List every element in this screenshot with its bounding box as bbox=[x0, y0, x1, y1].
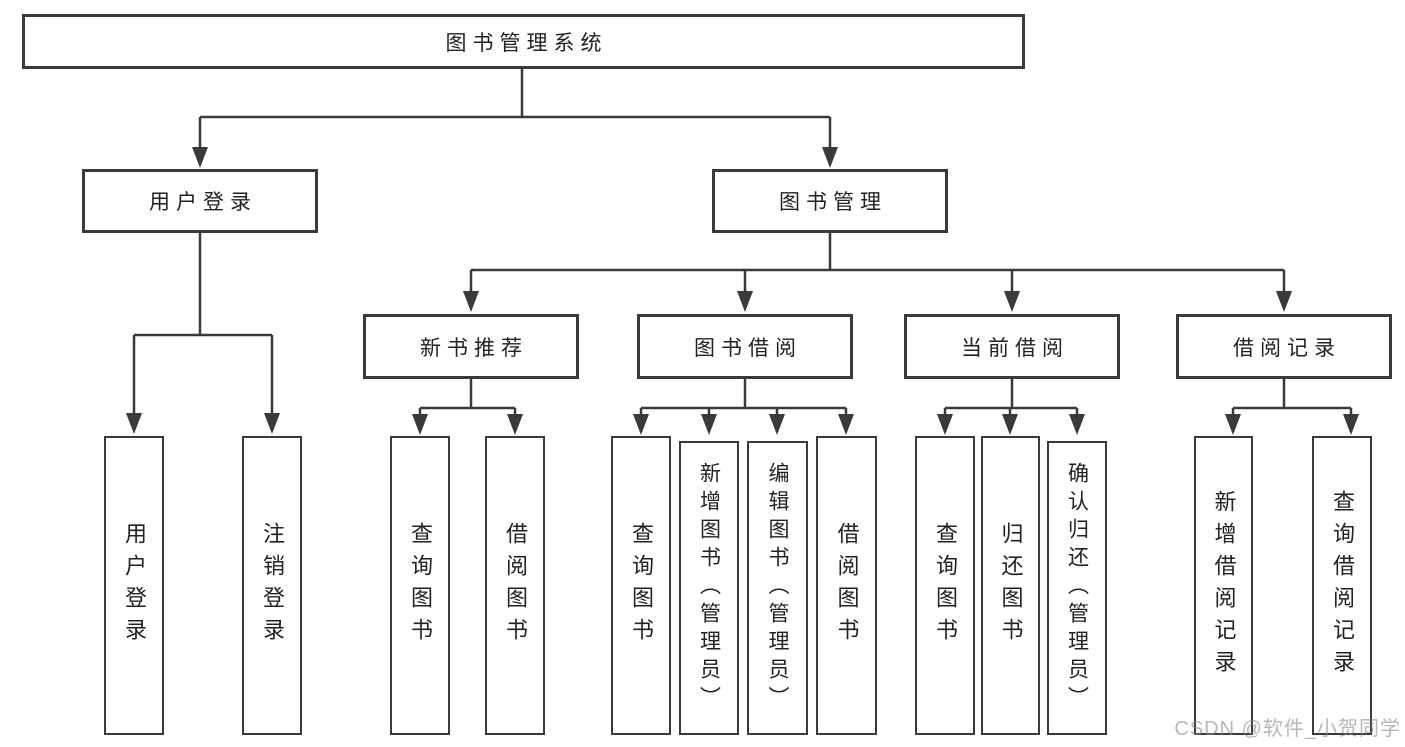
node-new-book-recommend: 新书推荐 bbox=[363, 314, 579, 379]
leaf-add-borrow-record: 新增借阅记录 bbox=[1194, 436, 1253, 735]
node-user-login-branch: 用户登录 bbox=[82, 169, 318, 233]
leaf-label: 归还图书 bbox=[998, 521, 1024, 650]
arrow-down-icon bbox=[412, 414, 428, 435]
arrow-down-icon bbox=[1276, 291, 1292, 312]
arrow-down-icon bbox=[633, 414, 649, 435]
leaf-label: 查询图书 bbox=[629, 521, 654, 650]
leaf-label: 新增图书（管理员） bbox=[697, 462, 721, 714]
leaf-borrow-books: 借阅图书 bbox=[816, 436, 877, 735]
connector-paths bbox=[132, 69, 1353, 415]
node-book-management-branch: 图书管理 bbox=[712, 169, 948, 233]
leaf-label: 确认归还（管理员） bbox=[1065, 462, 1089, 714]
arrow-down-icon bbox=[126, 413, 142, 434]
leaf-label: 借阅图书 bbox=[834, 521, 860, 650]
node-current-borrow: 当前借阅 bbox=[904, 314, 1120, 379]
arrowheads bbox=[126, 147, 1359, 435]
arrow-down-icon bbox=[1343, 414, 1359, 435]
arrow-down-icon bbox=[769, 414, 785, 435]
leaf-label: 用户登录 bbox=[122, 521, 147, 650]
leaf-label: 编辑图书（管理员） bbox=[766, 462, 789, 714]
arrow-down-icon bbox=[822, 147, 838, 168]
arrow-down-icon bbox=[937, 414, 953, 435]
leaf-edit-books-admin: 编辑图书（管理员） bbox=[747, 441, 808, 735]
leaf-label: 新增借阅记录 bbox=[1211, 489, 1237, 682]
arrow-down-icon bbox=[1002, 414, 1018, 435]
leaf-label: 查询图书 bbox=[408, 521, 433, 650]
arrow-down-icon bbox=[507, 414, 523, 435]
leaf-confirm-return-admin: 确认归还（管理员） bbox=[1047, 441, 1107, 735]
arrow-down-icon bbox=[264, 413, 280, 434]
leaf-borrow-books-recommend: 借阅图书 bbox=[485, 436, 545, 735]
watermark: CSDN @软件_小贺同学 bbox=[1174, 718, 1401, 740]
leaf-label: 查询借阅记录 bbox=[1330, 489, 1355, 682]
leaf-query-books-current: 查询图书 bbox=[915, 436, 975, 735]
leaf-query-books-borrow: 查询图书 bbox=[611, 436, 671, 735]
arrow-down-icon bbox=[192, 147, 208, 168]
leaf-return-books: 归还图书 bbox=[981, 436, 1040, 735]
arrow-down-icon bbox=[1069, 414, 1085, 435]
leaf-label: 查询图书 bbox=[933, 521, 958, 650]
arrow-down-icon bbox=[1004, 291, 1020, 312]
leaf-user-login: 用户登录 bbox=[104, 436, 164, 735]
leaf-add-books-admin: 新增图书（管理员） bbox=[679, 441, 739, 735]
leaf-query-borrow-record: 查询借阅记录 bbox=[1312, 436, 1372, 735]
arrow-down-icon bbox=[737, 291, 753, 312]
node-book-borrow: 图书借阅 bbox=[637, 314, 853, 379]
arrow-down-icon bbox=[463, 291, 479, 312]
node-borrow-records: 借阅记录 bbox=[1176, 314, 1392, 379]
arrow-down-icon bbox=[701, 414, 717, 435]
leaf-label: 借阅图书 bbox=[503, 521, 528, 650]
arrow-down-icon bbox=[1225, 414, 1241, 435]
node-root-system: 图书管理系统 bbox=[22, 14, 1025, 69]
leaf-logout: 注销登录 bbox=[242, 436, 302, 735]
arrow-down-icon bbox=[838, 414, 854, 435]
leaf-query-books-recommend: 查询图书 bbox=[390, 436, 450, 735]
leaf-label: 注销登录 bbox=[260, 521, 285, 650]
